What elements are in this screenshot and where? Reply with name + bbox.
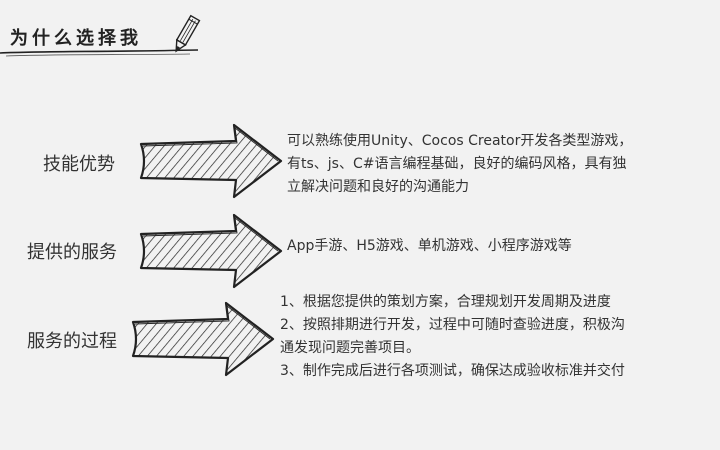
header-underline xyxy=(0,49,199,57)
row-desc-line: 1、根据您提供的策划方案，合理规划开发周期及进度 xyxy=(280,294,611,310)
hatched-arrow-icon xyxy=(131,301,275,377)
pencil-icon xyxy=(175,14,201,53)
row-desc-services: App手游、H5游戏、单机游戏、小程序游戏等 xyxy=(287,235,572,258)
hatched-arrow-icon xyxy=(139,123,283,199)
row-desc-line: 3、制作完成后进行各项测试，确保达成验收标准并交付 xyxy=(280,363,625,379)
row-desc-line: 有ts、js、C#语言编程基础，良好的编码风格，具有独 xyxy=(287,156,627,172)
row-desc-line: 通发现问题完善项目。 xyxy=(280,340,420,356)
row-desc-line: 可以熟练使用Unity、Cocos Creator开发各类型游戏， xyxy=(287,133,633,149)
hatched-arrow-icon xyxy=(139,213,283,289)
row-label-skills: 技能优势 xyxy=(43,154,115,175)
row-desc-skills: 可以熟练使用Unity、Cocos Creator开发各类型游戏， 有ts、js… xyxy=(287,130,632,199)
row-desc-line: App手游、H5游戏、单机游戏、小程序游戏等 xyxy=(287,238,572,254)
row-label-process: 服务的过程 xyxy=(27,331,117,352)
row-desc-line: 2、按照排期进行开发，过程中可随时查验进度，积极沟 xyxy=(280,317,625,333)
header: 为什么选择我 xyxy=(0,0,230,75)
row-label-services: 提供的服务 xyxy=(27,242,117,263)
row-desc-line: 立解决问题和良好的沟通能力 xyxy=(287,179,469,195)
row-desc-process: 1、根据您提供的策划方案，合理规划开发周期及进度 2、按照排期进行开发，过程中可… xyxy=(280,291,625,383)
header-title: 为什么选择我 xyxy=(10,28,142,49)
